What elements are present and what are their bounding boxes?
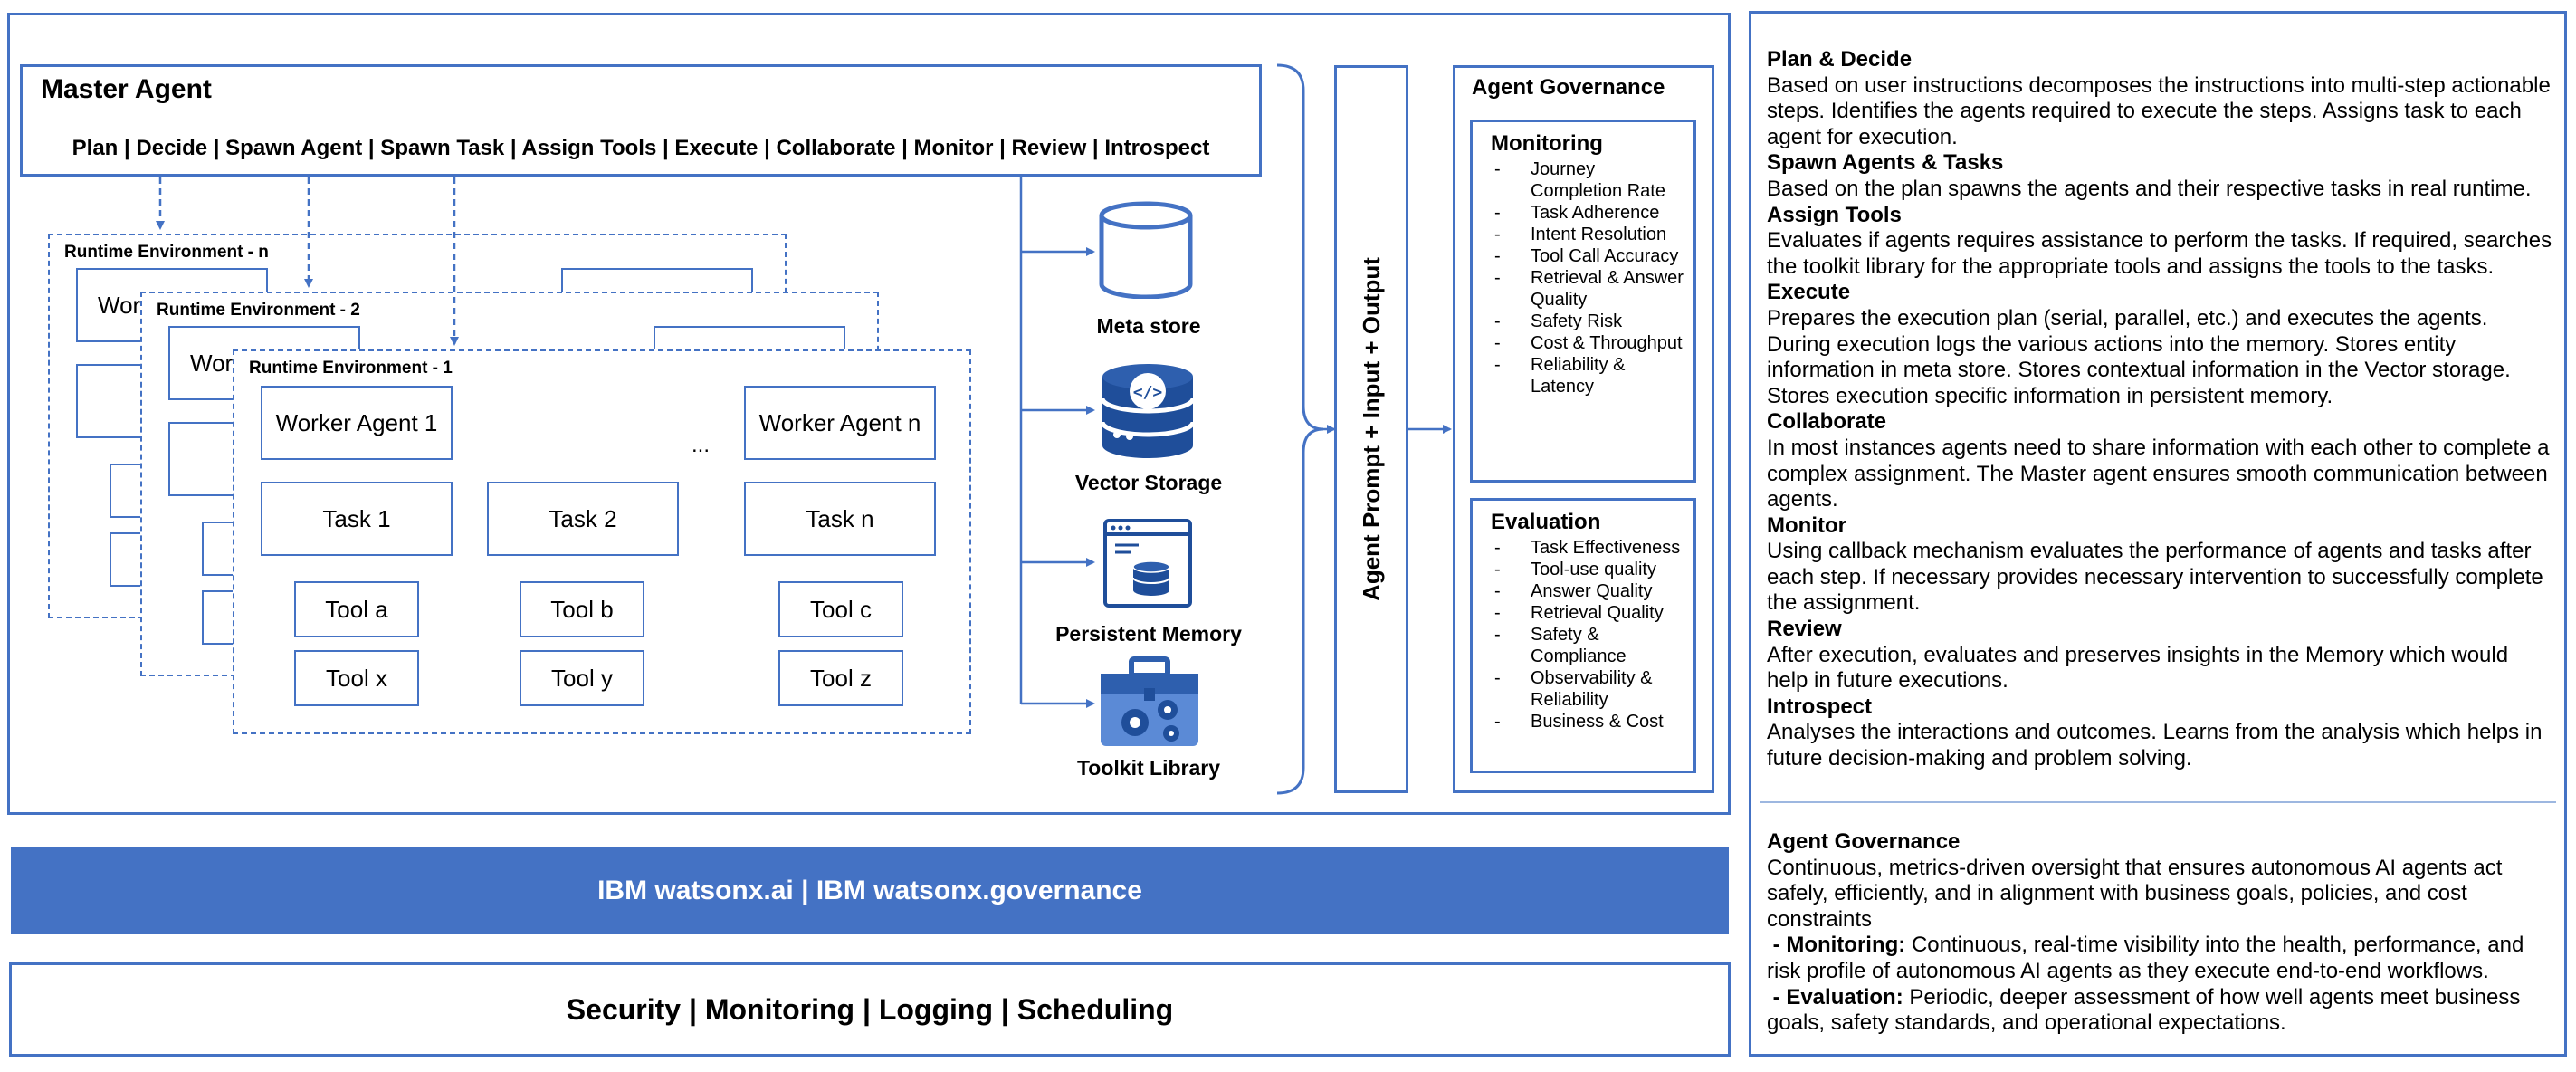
vector-db-icon: </>: [1100, 364, 1196, 458]
evaluation-box: Evaluation Task Effectiveness Tool-use q…: [1470, 498, 1696, 773]
monitoring-item: Retrieval & Answer Quality: [1491, 267, 1684, 311]
platform-bar: IBM watsonx.ai | IBM watsonx.governance: [11, 847, 1729, 934]
desc-heading: Review: [1767, 617, 1842, 642]
evaluation-label: - Evaluation:: [1767, 984, 1903, 1010]
capability-descriptions: Plan & Decide Based on user instructions…: [1767, 47, 2554, 772]
governance-desc-text: Continuous, metrics-driven oversight tha…: [1767, 855, 2503, 932]
desc-heading: Assign Tools: [1767, 202, 1902, 227]
toolkit-icon: [1101, 656, 1198, 746]
agent-governance-panel: [1453, 65, 1714, 793]
ops-bar: Security | Monitoring | Logging | Schedu…: [9, 962, 1731, 1057]
evaluation-item: Observability & Reliability: [1491, 667, 1684, 711]
agent-governance-title: Agent Governance: [1472, 75, 1665, 100]
task-n-label: Task n: [806, 504, 874, 532]
governance-desc-monitoring: - Monitoring: Continuous, real-time visi…: [1767, 933, 2554, 984]
meta-store-label: Meta store: [1096, 314, 1201, 338]
runtime-env-1-label: Runtime Environment - 1: [249, 359, 453, 378]
worker-agent-1: Worker Agent 1: [261, 386, 453, 460]
worker-agent-n: Worker Agent n: [744, 386, 936, 460]
desc-heading: Execute: [1767, 280, 1851, 305]
tool-a: Tool a: [294, 581, 419, 637]
tool-b-label: Tool b: [550, 595, 614, 623]
evaluation-item: Tool-use quality: [1491, 559, 1684, 580]
evaluation-item: Task Effectiveness: [1491, 537, 1684, 559]
worker-agent-n-label: Worker Agent n: [758, 408, 921, 436]
ellipsis: ...: [692, 433, 711, 457]
persistent-memory-label: Persistent Memory: [1055, 622, 1242, 646]
monitoring-item: Task Adherence: [1491, 202, 1684, 224]
task-1: Task 1: [261, 482, 453, 556]
tool-y: Tool y: [520, 650, 644, 706]
governance-description: Agent Governance Continuous, metrics-dri…: [1767, 829, 2554, 1037]
evaluation-title: Evaluation: [1491, 510, 1601, 534]
desc-text: Prepares the execution plan (serial, par…: [1767, 305, 2511, 408]
monitoring-item: Journey Completion Rate: [1491, 158, 1684, 202]
desc-heading: Spawn Agents & Tasks: [1767, 150, 2004, 176]
desc-heading: Plan & Decide: [1767, 47, 1913, 72]
svg-text:</>: </>: [1133, 383, 1163, 402]
monitoring-title: Monitoring: [1491, 131, 1603, 156]
tool-b: Tool b: [520, 581, 644, 637]
desc-text: Analyses the interactions and outcomes. …: [1767, 720, 2543, 771]
monitoring-item: Cost & Throughput: [1491, 332, 1684, 354]
evaluation-desc-text: Periodic, deeper assessment of how well …: [1767, 984, 2521, 1036]
monitoring-item: Safety Risk: [1491, 311, 1684, 332]
task-2: Task 2: [487, 482, 679, 556]
description-panel: [1749, 11, 2567, 1057]
platform-bar-label: IBM watsonx.ai | IBM watsonx.governance: [597, 876, 1142, 905]
persistent-memory-icon: [1103, 519, 1192, 608]
diagram-frame: [7, 13, 1731, 815]
monitoring-item: Tool Call Accuracy: [1491, 245, 1684, 267]
evaluation-item: Retrieval Quality: [1491, 602, 1684, 624]
master-agent-title: Master Agent: [41, 74, 212, 104]
tool-c: Tool c: [778, 581, 903, 637]
evaluation-item: Answer Quality: [1491, 580, 1684, 602]
prompt-pipe-label: Agent Prompt + Input + Output: [1358, 257, 1385, 601]
database-icon: [1099, 201, 1193, 299]
desc-text: Based on user instructions decomposes th…: [1767, 72, 2551, 149]
desc-heading: Introspect: [1767, 694, 1873, 719]
desc-text: Evaluates if agents requires assistance …: [1767, 228, 2552, 279]
evaluation-item: Safety & Compliance: [1491, 624, 1684, 667]
desc-text: Based on the plan spawns the agents and …: [1767, 176, 2532, 201]
tool-y-label: Tool y: [551, 664, 613, 692]
task-2-label: Task 2: [549, 504, 617, 532]
master-agent-box: [20, 64, 1262, 177]
monitoring-desc-text: Continuous, real-time visibility into th…: [1767, 933, 2524, 983]
desc-heading: Collaborate: [1767, 409, 1887, 435]
desc-heading: Monitor: [1767, 512, 1846, 538]
monitoring-item: Intent Resolution: [1491, 224, 1684, 245]
master-agent-capabilities: Plan | Decide | Spawn Agent | Spawn Task…: [72, 136, 1210, 160]
tool-z-label: Tool z: [810, 664, 872, 692]
evaluation-item: Business & Cost: [1491, 711, 1684, 732]
vector-storage-label: Vector Storage: [1074, 471, 1223, 494]
worker-agent-1-label: Worker Agent 1: [275, 408, 438, 436]
tool-a-label: Tool a: [325, 595, 388, 623]
runtime-env-2-label: Runtime Environment - 2: [157, 301, 360, 320]
tool-c-label: Tool c: [810, 595, 872, 623]
governance-desc-heading: Agent Governance: [1767, 829, 1961, 854]
monitoring-list: Journey Completion Rate Task Adherence I…: [1491, 158, 1684, 397]
panel-divider: [1760, 801, 2556, 803]
task-1-label: Task 1: [322, 504, 391, 532]
tool-z: Tool z: [778, 650, 903, 706]
monitoring-item: Reliability & Latency: [1491, 354, 1684, 397]
runtime-env-n-label: Runtime Environment - n: [64, 243, 269, 262]
desc-text: After execution, evaluates and preserves…: [1767, 642, 2509, 694]
task-n: Task n: [744, 482, 936, 556]
monitoring-box: Monitoring Journey Completion Rate Task …: [1470, 120, 1696, 483]
tool-x: Tool x: [294, 650, 419, 706]
desc-text: In most instances agents need to share i…: [1767, 435, 2550, 512]
tool-x-label: Tool x: [326, 664, 387, 692]
evaluation-list: Task Effectiveness Tool-use quality Answ…: [1491, 537, 1684, 732]
monitoring-label: - Monitoring:: [1767, 933, 1906, 958]
toolkit-library-label: Toolkit Library: [1076, 756, 1221, 780]
desc-text: Using callback mechanism evaluates the p…: [1767, 539, 2543, 616]
governance-desc-evaluation: - Evaluation: Periodic, deeper assessmen…: [1767, 985, 2554, 1037]
ops-bar-label: Security | Monitoring | Logging | Schedu…: [566, 992, 1174, 1026]
prompt-pipe-box: [1334, 65, 1408, 793]
